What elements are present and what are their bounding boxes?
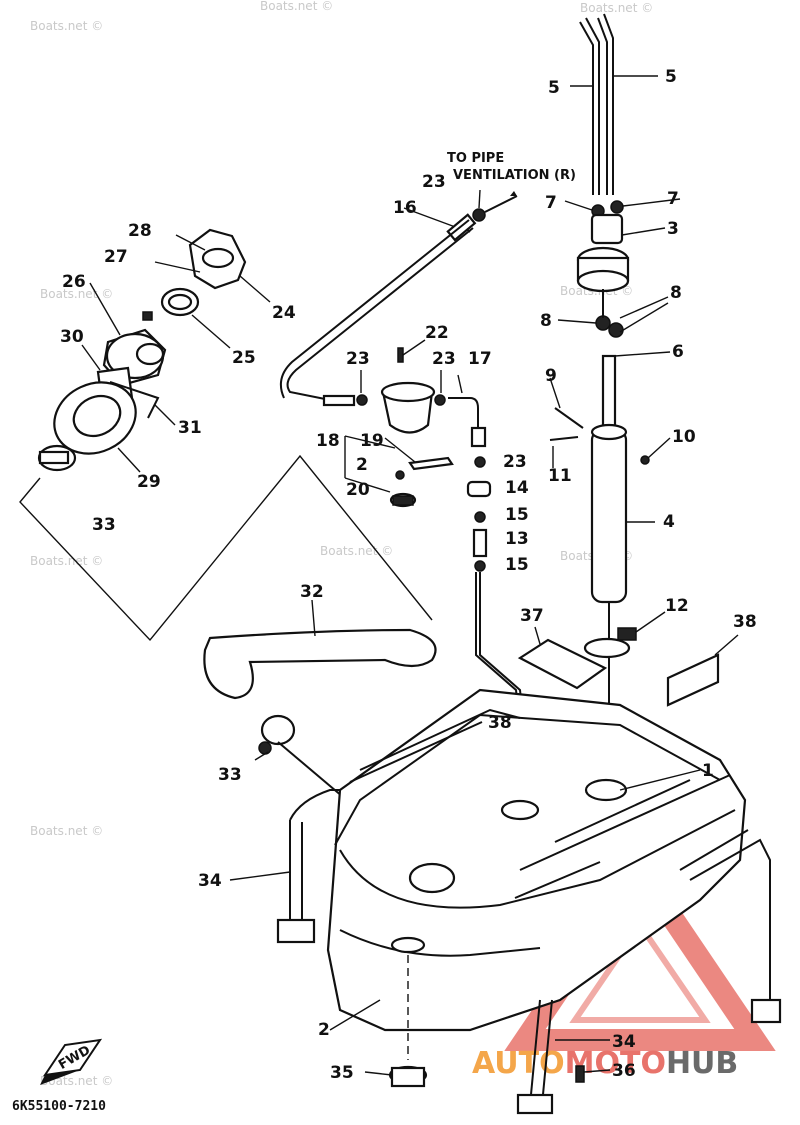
vent-note-line1: TO PIPE	[447, 151, 504, 166]
callout-8: 8	[670, 283, 682, 303]
callout-33: 33	[218, 765, 242, 785]
callout-7: 7	[667, 189, 679, 209]
callout-27: 27	[104, 247, 128, 267]
callout-8: 8	[540, 311, 552, 331]
watermark: Boats.net ©	[30, 824, 103, 838]
watermark: Boats.net ©	[30, 554, 103, 568]
callout-12: 12	[665, 596, 689, 616]
logo-text-hub: HUB	[666, 1046, 738, 1081]
callout-37: 37	[520, 606, 544, 626]
callout-3: 3	[667, 219, 679, 239]
callout-7: 7	[545, 193, 557, 213]
callout-19: 19	[360, 431, 384, 451]
callout-23: 23	[346, 349, 370, 369]
callout-38: 38	[488, 713, 512, 733]
callout-14: 14	[505, 478, 529, 498]
callout-36: 36	[612, 1061, 636, 1081]
callout-6: 6	[672, 342, 684, 362]
callout-23: 23	[432, 349, 456, 369]
callout-17: 17	[468, 349, 492, 369]
callout-31: 31	[178, 418, 202, 438]
tank-mounts	[329, 769, 701, 1088]
callout-35: 35	[330, 1063, 354, 1083]
callout-23: 23	[503, 452, 527, 472]
callout-11: 11	[548, 466, 572, 486]
diagram-code: 6K55100-7210	[12, 1099, 106, 1114]
filler-hose	[19, 454, 437, 863]
watermark: Boats.net ©	[260, 0, 333, 13]
vent-note-line2: VENTILATION (R)	[453, 168, 576, 183]
callout-4: 4	[663, 512, 675, 532]
fuel-sender-unit	[557, 198, 681, 338]
watermark: Boats.net ©	[580, 1, 653, 15]
vent-hose	[279, 189, 518, 401]
watermark: Boats.net ©	[30, 19, 103, 33]
callout-33: 33	[92, 515, 116, 535]
callout-34: 34	[612, 1032, 636, 1052]
callout-29: 29	[137, 472, 161, 492]
tank-straps	[229, 789, 782, 1115]
callout-9: 9	[545, 366, 557, 386]
callout-5: 5	[665, 67, 677, 87]
logo-text-auto: AUTO	[472, 1046, 565, 1081]
callout-32: 32	[300, 582, 324, 602]
callout-20: 20	[346, 480, 370, 500]
automotohub-logo: AUTOMOTOHUB	[472, 850, 776, 1081]
callout-15: 15	[505, 505, 529, 525]
callout-1: 1	[702, 761, 714, 781]
callout-34: 34	[198, 871, 222, 891]
callout-2: 2	[356, 455, 368, 475]
callout-24: 24	[272, 303, 296, 323]
vent-pipes	[570, 13, 658, 195]
callout-15: 15	[505, 555, 529, 575]
svg-text:AUTOMOTOHUB: AUTOMOTOHUB	[472, 1046, 738, 1081]
callout-22: 22	[425, 323, 449, 343]
callout-25: 25	[232, 348, 256, 368]
callout-13: 13	[505, 529, 529, 549]
callout-30: 30	[60, 327, 84, 347]
callout-38: 38	[733, 612, 757, 632]
watermark: Boats.net ©	[320, 544, 393, 558]
callout-2: 2	[318, 1020, 330, 1040]
callout-26: 26	[62, 272, 86, 292]
callout-23: 23	[422, 172, 446, 192]
callout-10: 10	[672, 427, 696, 447]
callout-5: 5	[548, 78, 560, 98]
callout-18: 18	[316, 431, 340, 451]
callout-16: 16	[393, 198, 417, 218]
callout-28: 28	[128, 221, 152, 241]
filler-cap-assembly	[37, 228, 271, 473]
fuel-filter-assembly	[322, 339, 487, 508]
pickup-pipe	[549, 351, 671, 780]
fuel-tank	[326, 688, 747, 1032]
fwd-arrow: FWD	[40, 1038, 103, 1085]
callout-numbers: 5 5 7 7 3 8 8 6 9 10 11 4 12 37 38 38 16…	[60, 67, 757, 1083]
